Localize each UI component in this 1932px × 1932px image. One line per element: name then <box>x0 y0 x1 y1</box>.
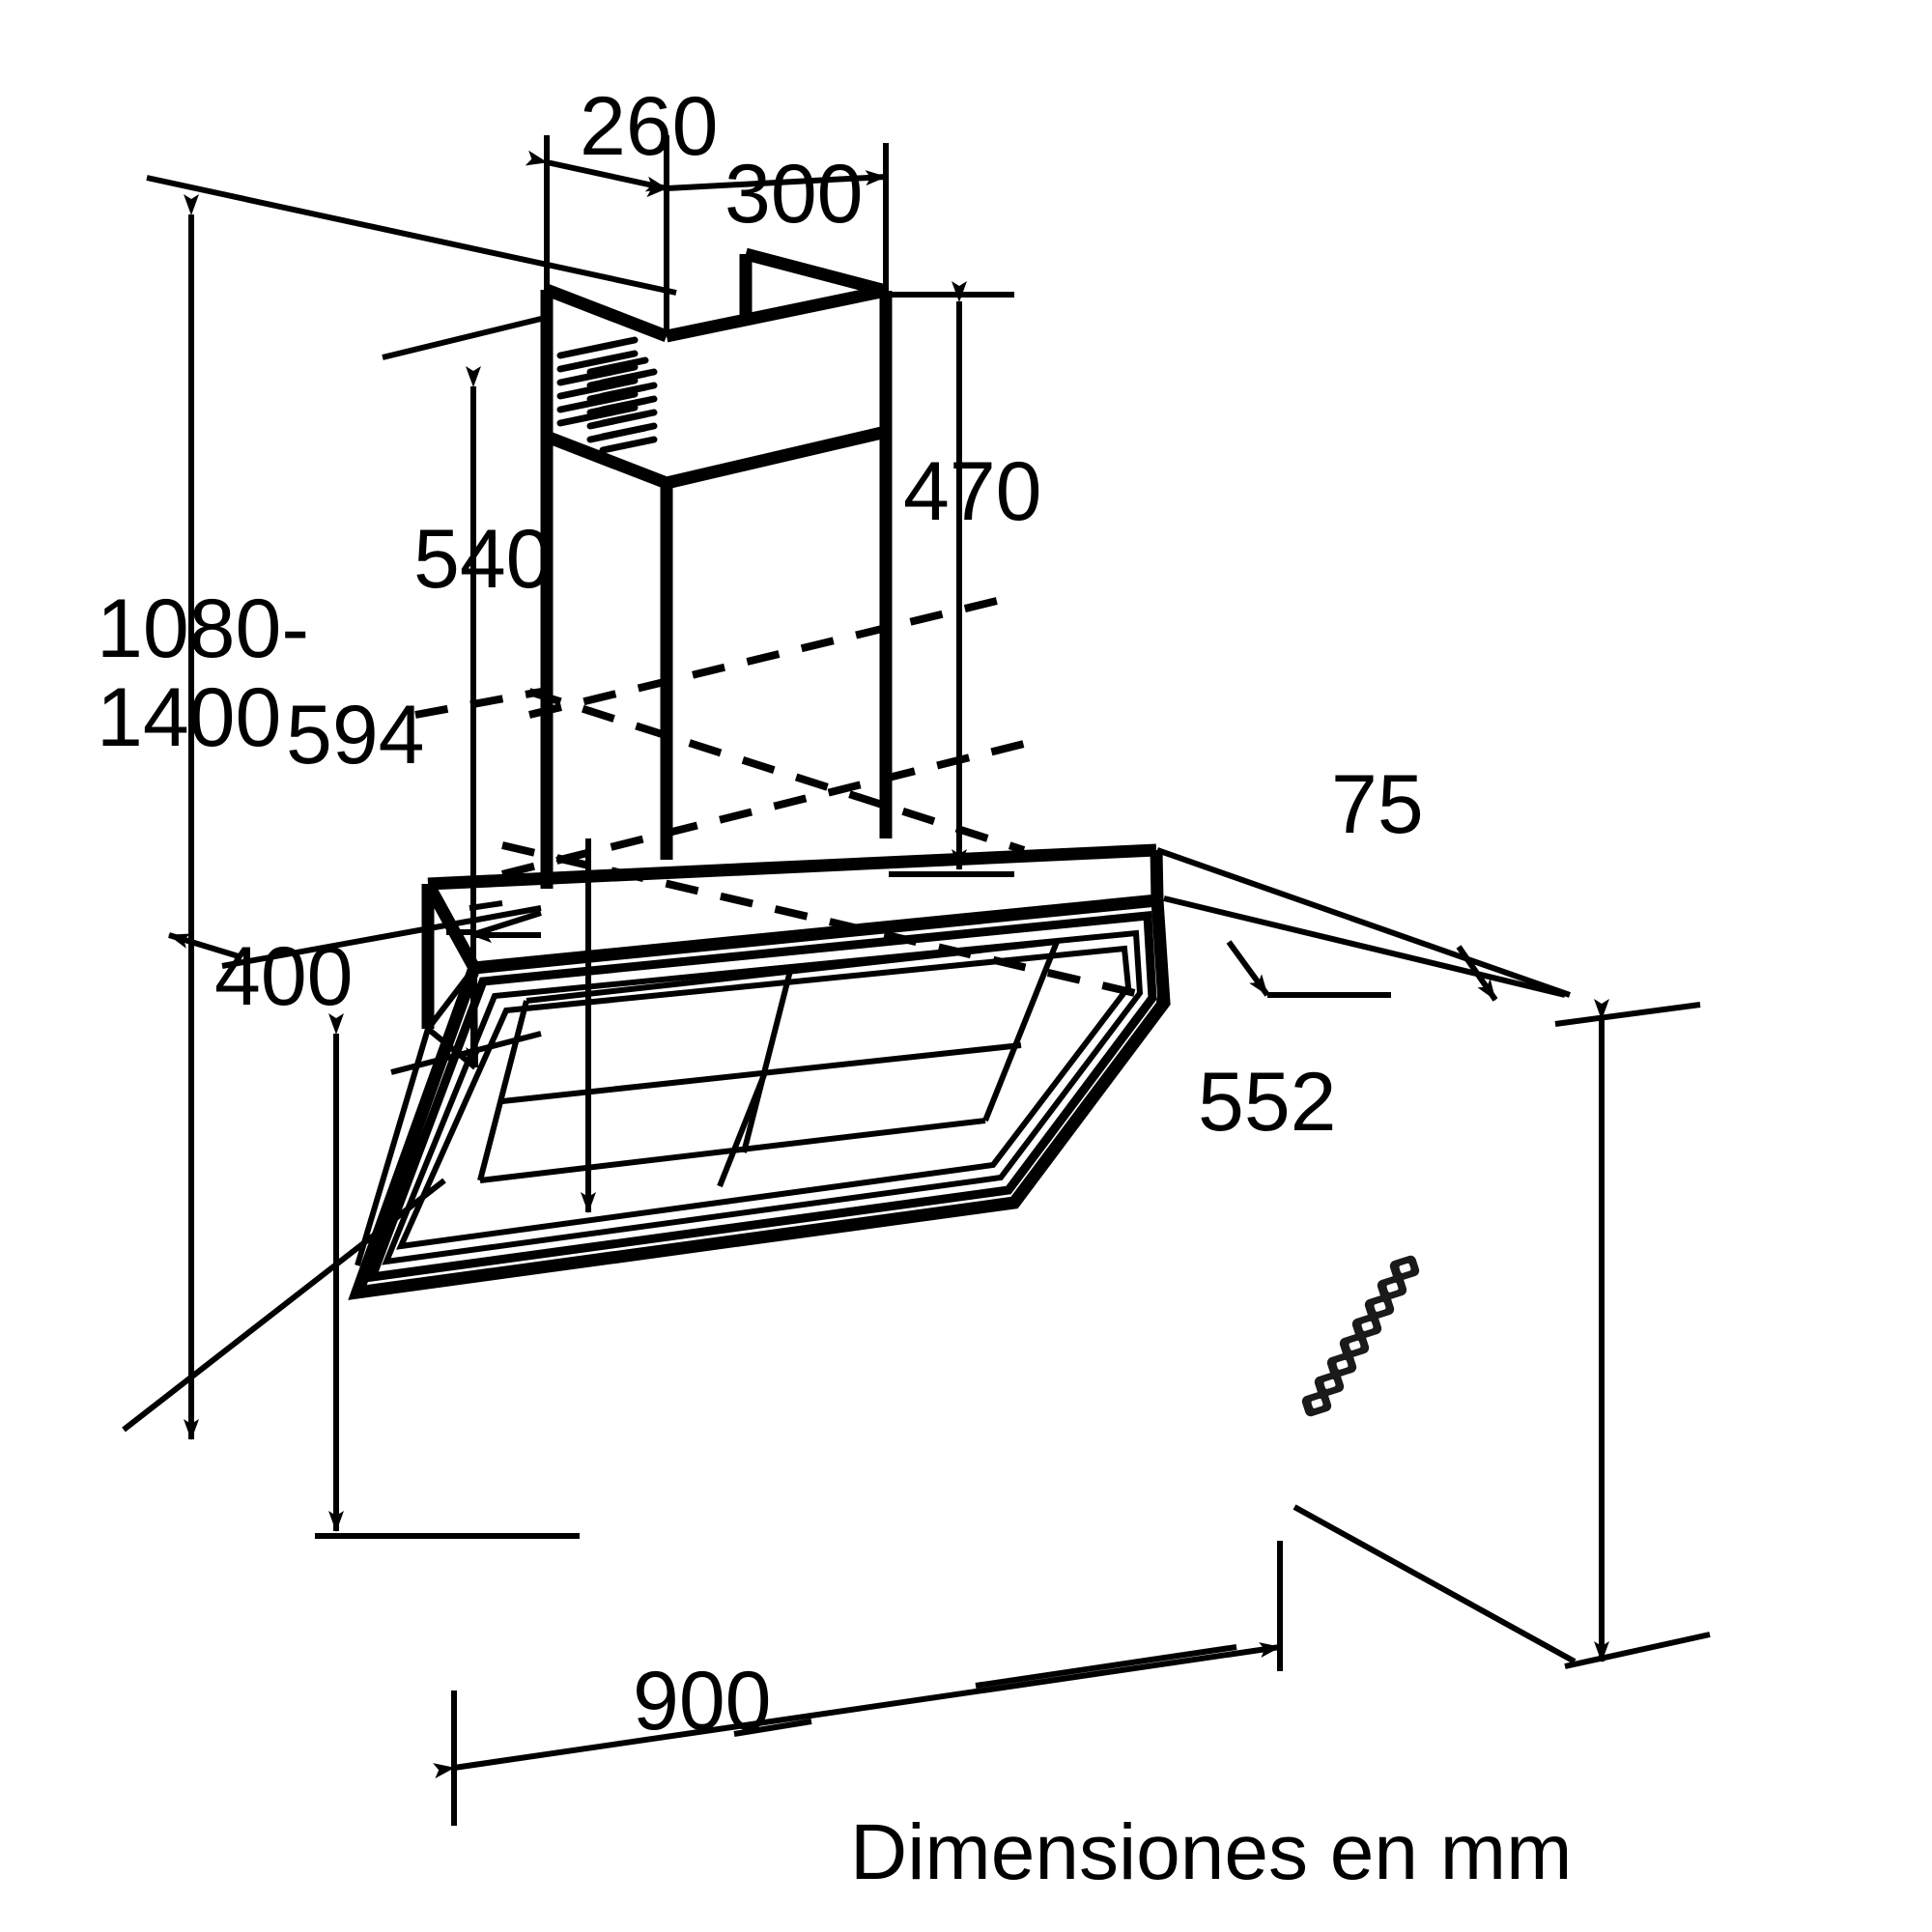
dim-chimney-300 <box>645 143 889 291</box>
vent-grille-icon <box>556 336 658 454</box>
label-body-height-400: 400 <box>214 930 354 1023</box>
control-button[interactable] <box>1325 1350 1357 1379</box>
dim-thickness-75 <box>1156 847 1571 1002</box>
appliance-drawing <box>348 135 1420 1418</box>
units-caption: Dimensiones en mm <box>850 1808 1572 1896</box>
control-button[interactable] <box>1350 1312 1382 1341</box>
label-thickness-75: 75 <box>1331 758 1424 851</box>
label-front-height-552: 552 <box>1198 1056 1337 1149</box>
dim-width-900 <box>433 1541 1283 1826</box>
control-button[interactable] <box>1300 1389 1332 1418</box>
dim-front-552 <box>1293 999 1711 1669</box>
label-chimney-lower-width: 300 <box>724 148 864 241</box>
chimney-lower <box>540 425 893 889</box>
dimension-annotations <box>122 143 1711 1826</box>
control-panel[interactable] <box>1300 1254 1420 1418</box>
label-chimney-upper-width: 260 <box>580 80 719 173</box>
label-chimney-height-540: 540 <box>413 513 553 606</box>
dim-chimney-470 <box>889 281 1014 877</box>
label-chimney-height-470: 470 <box>903 445 1042 538</box>
dimension-labels: 1080- 1400 260 300 470 540 594 400 75 55… <box>97 80 1572 1896</box>
label-depth-594: 594 <box>286 689 425 781</box>
dim-chimney-540 <box>382 316 542 1075</box>
label-mounting-height-line2: 1400 <box>97 671 281 764</box>
control-button[interactable] <box>1376 1273 1407 1302</box>
inclined-glass-panel <box>348 893 1171 1300</box>
dim-depth-594 <box>168 900 542 959</box>
control-button[interactable] <box>1363 1293 1395 1321</box>
control-button[interactable] <box>1338 1331 1370 1360</box>
control-button[interactable] <box>1388 1254 1420 1283</box>
label-body-width-900: 900 <box>633 1655 772 1747</box>
label-mounting-height-line1: 1080- <box>97 582 309 675</box>
dim-body-height-400 <box>221 905 580 1539</box>
control-button[interactable] <box>1313 1370 1345 1399</box>
dim-mounting-height <box>122 175 677 1440</box>
